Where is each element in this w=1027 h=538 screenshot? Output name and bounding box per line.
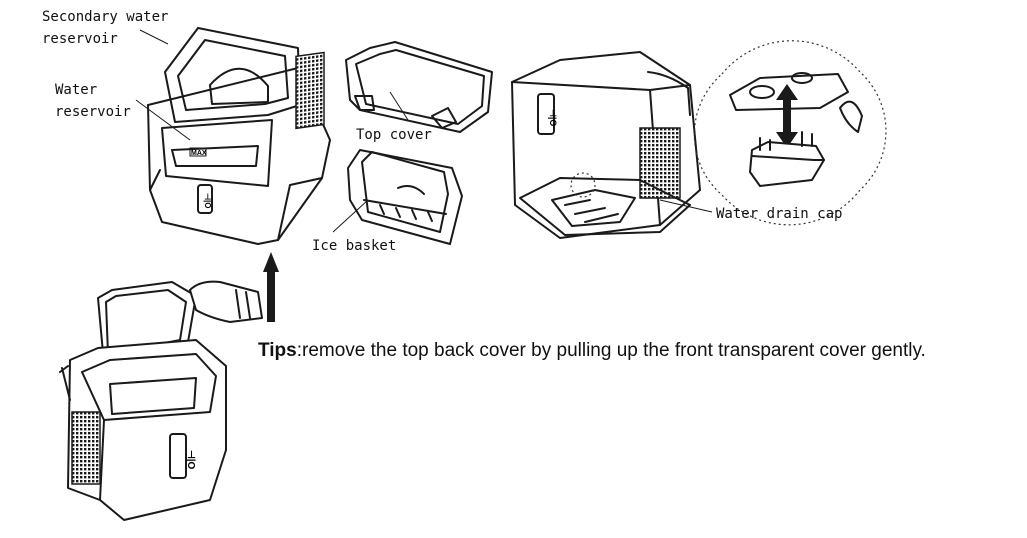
vent-grille — [295, 51, 325, 130]
machine-lid-open: ⊣|O — [59, 280, 263, 521]
tips-text: Tips:remove the top back cover by pullin… — [258, 340, 926, 362]
top-cover-part — [345, 41, 493, 133]
callout-secondary-line2: reservoir — [42, 31, 118, 47]
hand-icon — [189, 280, 263, 323]
callout-top-cover: Top cover — [356, 127, 432, 143]
machine-underside: ⊣|O — [511, 51, 701, 239]
up-arrow-icon — [263, 252, 279, 322]
control-panel-front — [169, 433, 187, 479]
tips-body: :remove the top back cover by pulling up… — [296, 340, 926, 361]
control-panel-icon — [197, 184, 213, 214]
tips-label: Tips — [258, 340, 297, 361]
callout-secondary-water-reservoir: Secondary water reservoir — [42, 6, 168, 50]
callout-ice-basket: Ice basket — [312, 238, 397, 254]
callout-lines — [135, 29, 713, 233]
max-label: MAX — [191, 150, 207, 157]
max-mark — [189, 147, 207, 157]
panel-buttons-front: ⊣|O — [185, 450, 196, 470]
callout-secondary-line1: Secondary water — [42, 9, 169, 25]
ice-basket-part — [347, 149, 463, 245]
callout-water-reservoir: Water reservoir — [55, 79, 131, 123]
machine-open-top: MAX ⊣|O — [147, 27, 331, 245]
callout-water-line1: Water — [55, 82, 98, 98]
double-arrow-icon — [776, 84, 798, 148]
callout-water-drain-cap: Water drain cap — [716, 206, 843, 222]
panel-buttons-underside: ⊣|O — [548, 109, 558, 126]
callout-water-line2: reservoir — [55, 104, 131, 120]
drain-cap-detail — [693, 40, 887, 226]
vent-grille-underside — [639, 127, 681, 199]
panel-buttons: ⊣|O — [203, 193, 212, 208]
drain-cap-highlight — [570, 172, 596, 198]
vent-grille-front — [71, 411, 101, 485]
